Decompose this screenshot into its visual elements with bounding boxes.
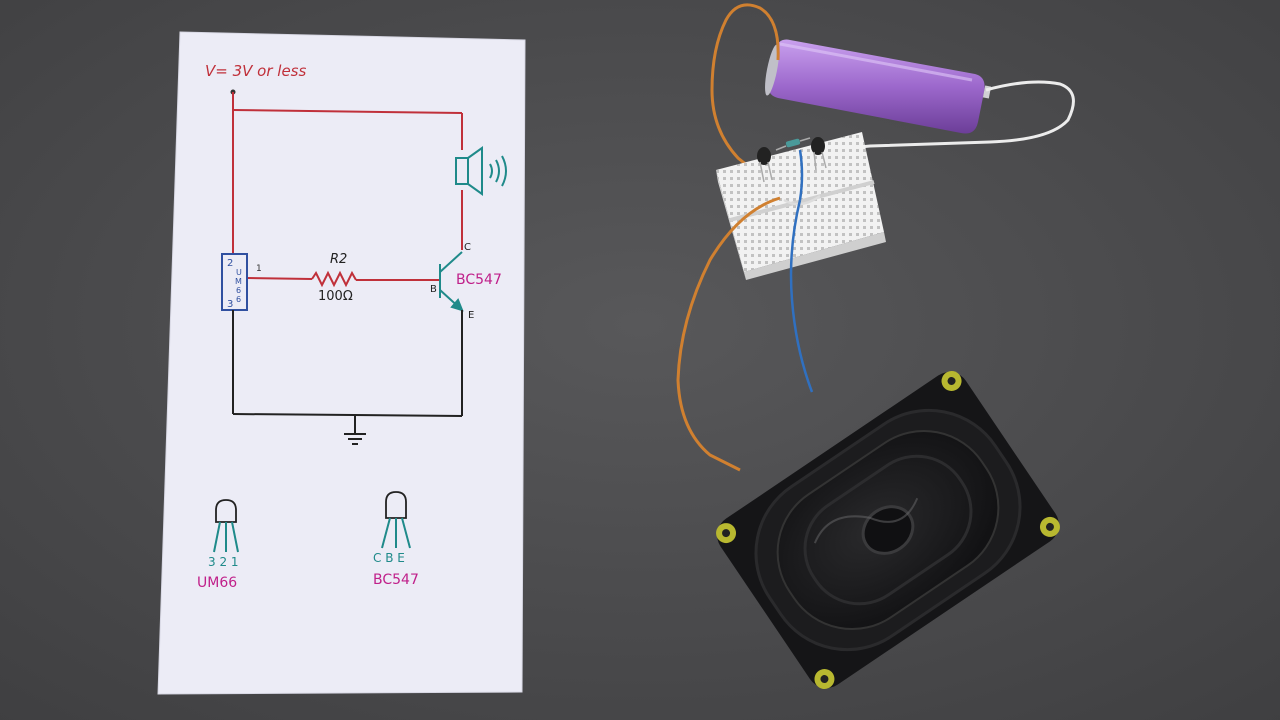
breadboard-components [757,137,827,206]
resistor-symbol: R2 100Ω [311,252,357,304]
supply-wires [230,89,463,281]
ic-pin-bottom: 3 [227,299,233,310]
ground-wires [232,310,463,445]
resistor-value: 100Ω [318,289,353,304]
white-wire [829,80,1075,152]
orange-wire-top [710,3,780,184]
um66-pinout-drawing: 3 2 1 UM66 [197,499,239,591]
ic-text-u: U [236,268,242,277]
transistor-label: BC547 [456,272,502,288]
um66-pin-numbers: 3 2 1 [208,555,239,569]
bc547-part-label: BC547 [373,572,419,588]
transistor-pin-b: B [430,284,437,295]
ic-text-m: M [235,277,242,286]
schematic-paper: V= 3V or less R2 100Ω 2 [157,31,526,695]
ic-text-6b: 6 [236,295,241,304]
supply-voltage-label: V= 3V or less [205,62,306,80]
bc547-pin-letters: C B E [373,551,405,565]
blue-wire-speaker [789,199,814,393]
resistor-label: R2 [330,252,347,267]
um66-ic-symbol: 2 U M 6 6 3 1 [221,253,262,311]
ic-pin-top: 2 [227,258,233,269]
ic-pin-right: 1 [256,264,262,274]
lithium-battery [765,39,992,134]
ic-text-6a: 6 [236,286,241,295]
orange-wire-speaker [676,196,781,472]
transistor-pin-c: C [464,242,471,253]
transistor-pin-e: E [468,310,474,321]
bc547-pinout-drawing: C B E BC547 [373,491,419,588]
speaker-symbol [455,146,507,196]
um66-part-label: UM66 [197,575,237,591]
bc547-transistor-symbol [439,251,464,312]
speaker [716,370,1060,690]
